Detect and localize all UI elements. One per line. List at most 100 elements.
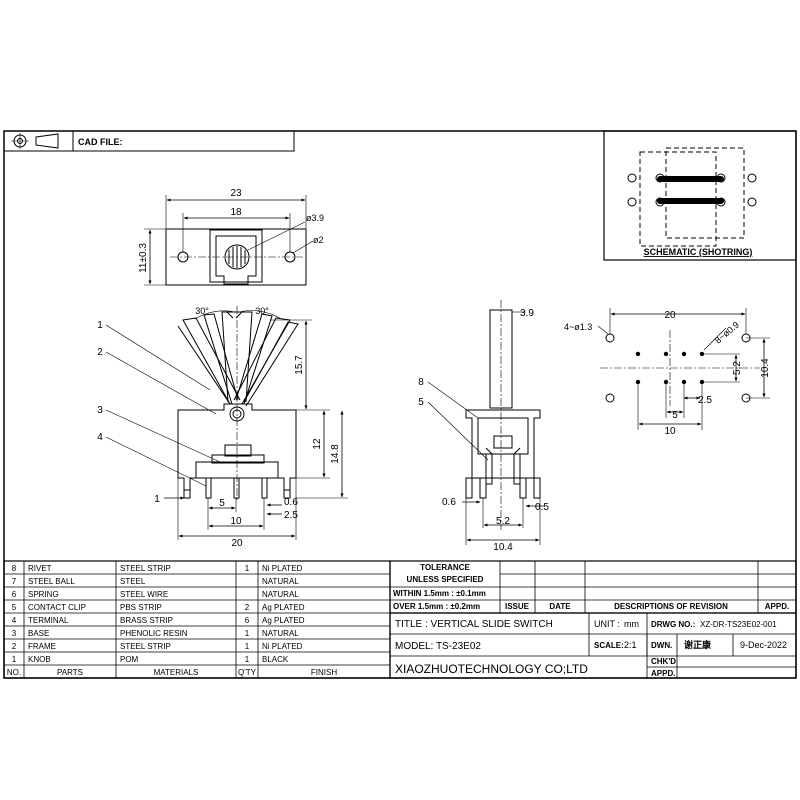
bom-rows: 8 RIVET STEEL STRIP 1 Ni PLATED 7 STEEL BALL ST… [12,564,305,664]
dim-knob-height: 15.7 [294,355,305,375]
scale-value: 2:1 [624,640,637,650]
bom-cell-material: STEEL STRIP [120,564,171,573]
tolerance-over: OVER 1.5mm : ±0.2mm [393,602,480,611]
bom-cell-qty: 1 [245,642,250,651]
bom-cell-finish: Ni PLATED [262,642,303,651]
bom-cell-no: 6 [12,590,17,599]
title-block-grid [389,612,797,679]
bom-cell-material: PHENOLIC RESIN [120,629,188,638]
bom-cell-qty: 6 [245,616,250,625]
front-view [105,306,348,540]
title-text: TITLE : VERTICAL SLIDE SWITCH [395,619,553,630]
drawing-no-value: XZ-DR-TS23E02-001 [700,620,777,629]
table-row: 6 SPRING STEEL WIRE NATURAL [12,590,300,599]
tolerance-within: WITHIN 1.5mm : ±0.1mm [393,589,486,598]
bom-cell-no: 8 [12,564,17,573]
bom-cell-qty: 1 [245,629,250,638]
revision-date: DATE [549,602,571,611]
dim-top-width: 23 [230,188,242,199]
bom-cell-no: 4 [12,616,17,625]
callout-3: 3 [97,405,103,416]
revision-appd: APPD. [765,602,789,611]
bom-cell-material: POM [120,655,139,664]
dim-leg-width: 1 [154,494,160,505]
bom-cell-part: BASE [28,629,49,638]
bom-col-qty: Q'TY [238,668,257,677]
bom-cell-qty: 1 [245,564,250,573]
table-row: 3 BASE PHENOLIC RESIN 1 NATURAL [12,629,300,638]
dim-side-pin-span: 5.2 [496,516,510,527]
model-text: MODEL: TS-23E02 [395,641,481,652]
dim-pcb-width: 20 [664,310,676,321]
dim-pcb-pin-span: 10 [664,426,676,437]
callout-2: 2 [97,347,103,358]
angle-left: 30° [195,306,209,316]
company-name: XIAOZHUOTECHNOLOGY CO;LTD [395,662,588,676]
bom-cell-part: SPRING [28,590,59,599]
bom-cell-material: STEEL STRIP [120,642,171,651]
pcb-layout [597,308,770,430]
bom-cell-no: 7 [12,577,17,586]
unit-label: UNIT : [594,619,620,629]
callout-8: 8 [418,377,424,388]
dim-pcb-mount-holes: 4~ø1.3 [564,322,592,332]
drawing-no-label: DRWG NO.: [651,620,695,629]
scale-label: SCALE: [594,641,624,650]
drawn-by-value: 谢正康 [684,639,712,650]
schematic-caption: SCHEMATIC (SHOTRING) [644,247,753,257]
callout-4: 4 [97,432,103,443]
bom-cell-finish: NATURAL [262,590,299,599]
callout-1: 1 [97,320,103,331]
bom-cell-material: STEEL [120,577,146,586]
dim-pcb-pitch: 5 [672,410,678,421]
bom-cell-part: STEEL BALL [28,577,75,586]
bom-cell-part: RIVET [28,564,52,573]
schematic-box: SCHEMATIC (SHOTRING) [603,130,797,261]
table-row: 4 TERMINAL BRASS STRIP 6 Ag PLATED [12,616,305,625]
bom-cell-no: 3 [12,629,17,638]
table-row: 7 STEEL BALL STEEL NATURAL [12,577,300,586]
dim-pcb-pin-holes: 8~ø0.9 [713,320,741,346]
checked-label: CHK'D [651,657,676,666]
dim-side-pin-thickness: 0.6 [442,497,456,508]
bom-col-finish: FINISH [311,668,337,677]
bom-cell-part: TERMINAL [28,616,69,625]
dim-total-height: 14.8 [330,444,341,464]
dim-top-height: 11±0.3 [138,243,149,273]
unit-value: mm [624,619,639,629]
dim-side-width: 10.4 [493,542,513,553]
tolerance-title: TOLERANCE [420,563,470,572]
dim-body-height: 12 [312,438,323,450]
bom-cell-part: KNOB [28,655,51,664]
bom-cell-finish: Ni PLATED [262,564,303,573]
dim-pcb-offset: 2.5 [698,395,712,406]
dim-top-hole-dia: ø2 [313,235,324,245]
dim-front-width: 20 [231,538,243,549]
dim-pin-pitch: 5 [219,498,225,509]
bom-cell-material: BRASS STRIP [120,616,173,625]
bom-cell-finish: NATURAL [262,629,299,638]
dim-side-pin-offset: 0.5 [535,502,549,513]
revision-desc: DESCRIPTIONS OF REVISION [614,602,728,611]
dim-pcb-mount-spacing: 10.4 [760,358,771,378]
revision-issue: ISSUE [505,602,530,611]
bom-col-parts: PARTS [57,668,83,677]
bom-table-grid [3,560,391,679]
bom-cell-finish: NATURAL [262,577,299,586]
top-view [144,195,314,286]
bom-col-materials: MATERIALS [154,668,199,677]
bom-cell-material: STEEL WIRE [120,590,168,599]
bom-col-no: NO. [7,668,21,677]
bom-cell-finish: Ag PLATED [262,616,305,625]
projection-symbol-icon [11,133,59,149]
cad-file-label: CAD FILE: [78,137,123,147]
dim-pin-thickness: 0.6 [284,497,298,508]
bom-cell-no: 5 [12,603,17,612]
table-row: 8 RIVET STEEL STRIP 1 Ni PLATED [12,564,303,573]
approved-label: APPD. [651,669,675,678]
bom-cell-material: PBS STRIP [120,603,162,612]
